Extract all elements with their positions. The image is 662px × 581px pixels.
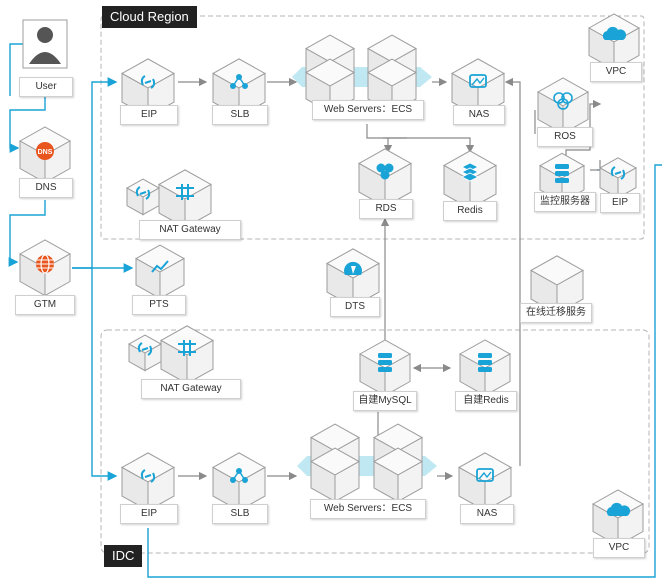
idc-redis-db-icon	[478, 353, 492, 372]
cloud-region-boundary	[100, 15, 645, 240]
idc-mysql-node	[358, 339, 412, 397]
idc-slb-label: SLB	[212, 504, 268, 524]
cloud-nat-icon	[176, 184, 194, 200]
idc-nat-node-a	[127, 334, 163, 372]
ros-icon	[553, 92, 573, 110]
idc-nat-label: NAT Gateway	[141, 379, 241, 399]
gtm-node	[18, 239, 72, 297]
idc-vpc-cloud-icon	[606, 502, 631, 516]
cloud-eip-label: EIP	[120, 105, 178, 125]
cloud-nat-node-a	[125, 178, 161, 216]
idc-nat-link-icon	[137, 342, 153, 356]
idc-slb-icon	[230, 468, 248, 483]
idc-eip-node	[120, 452, 176, 512]
idc-nas-node	[457, 452, 513, 512]
migration-node	[529, 255, 585, 315]
cloud-slb-node	[211, 58, 267, 118]
idc-ecs-node-d	[372, 447, 424, 503]
idc-nat-icon	[178, 340, 196, 356]
migration-label: 在线迁移服务	[520, 303, 592, 323]
monitor-eip-label: EIP	[600, 193, 640, 213]
pts-node	[134, 244, 186, 300]
cloud-rds-label: RDS	[359, 199, 413, 219]
idc-mysql-db-icon	[378, 353, 392, 372]
idc-ecs-node-c	[309, 447, 361, 503]
gtm-label: GTM	[15, 295, 75, 315]
cloud-redis-label: Redis	[443, 201, 497, 221]
dns-label: DNS	[19, 178, 73, 198]
cloud-nat-label: NAT Gateway	[139, 220, 241, 240]
cloud-vpc-label: VPC	[590, 62, 642, 82]
idc-eip-link-icon	[140, 469, 156, 483]
svg-text:DNS: DNS	[38, 149, 53, 156]
cloud-eip-link-icon	[140, 75, 156, 89]
idc-mysql-label: 自建MySQL	[353, 391, 417, 411]
idc-eip-label: EIP	[120, 504, 178, 524]
idc-redis-label: 自建Redis	[455, 391, 517, 411]
monitor-label: 监控服务器	[534, 192, 596, 212]
cloud-vpc-cloud-icon	[602, 26, 627, 40]
cloud-region-tag: Cloud Region	[102, 6, 197, 28]
idc-vpc-label: VPC	[593, 538, 645, 558]
pts-label: PTS	[132, 295, 186, 315]
idc-slb-node	[211, 452, 267, 512]
cloud-rds-icon	[376, 163, 394, 180]
cloud-nas-label: NAS	[453, 105, 505, 125]
cloud-nas-node	[450, 58, 506, 118]
idc-nas-label: NAS	[460, 504, 514, 524]
idc-ecs-label: Web Servers：ECS	[310, 499, 426, 519]
globe-icon	[36, 254, 54, 274]
idc-nas-icon	[476, 468, 494, 482]
idc-nat-node-b	[159, 325, 215, 385]
user-icon	[22, 19, 68, 69]
cloud-redis-stack-icon	[461, 162, 479, 182]
idc-region-boundary	[100, 329, 650, 554]
cloud-nat-link-icon	[135, 186, 151, 200]
dns-icon: DNS	[36, 142, 54, 160]
idc-region-tag: IDC	[104, 545, 143, 567]
ros-node	[536, 77, 590, 135]
dts-icon	[344, 261, 362, 275]
user-label: User	[19, 77, 73, 97]
monitor-eip-node	[598, 157, 638, 199]
monitor-db-icon	[555, 164, 569, 183]
cloud-nas-icon	[469, 74, 487, 88]
cloud-nat-node-b	[157, 169, 213, 229]
cloud-slb-icon	[230, 74, 248, 89]
cloud-ecs-label: Web Servers：ECS	[312, 100, 424, 120]
cloud-slb-label: SLB	[212, 105, 268, 125]
monitor-eip-link-icon	[610, 166, 626, 180]
ros-label: ROS	[537, 127, 593, 147]
pts-chart-icon	[151, 260, 169, 273]
dts-label: DTS	[330, 297, 380, 317]
